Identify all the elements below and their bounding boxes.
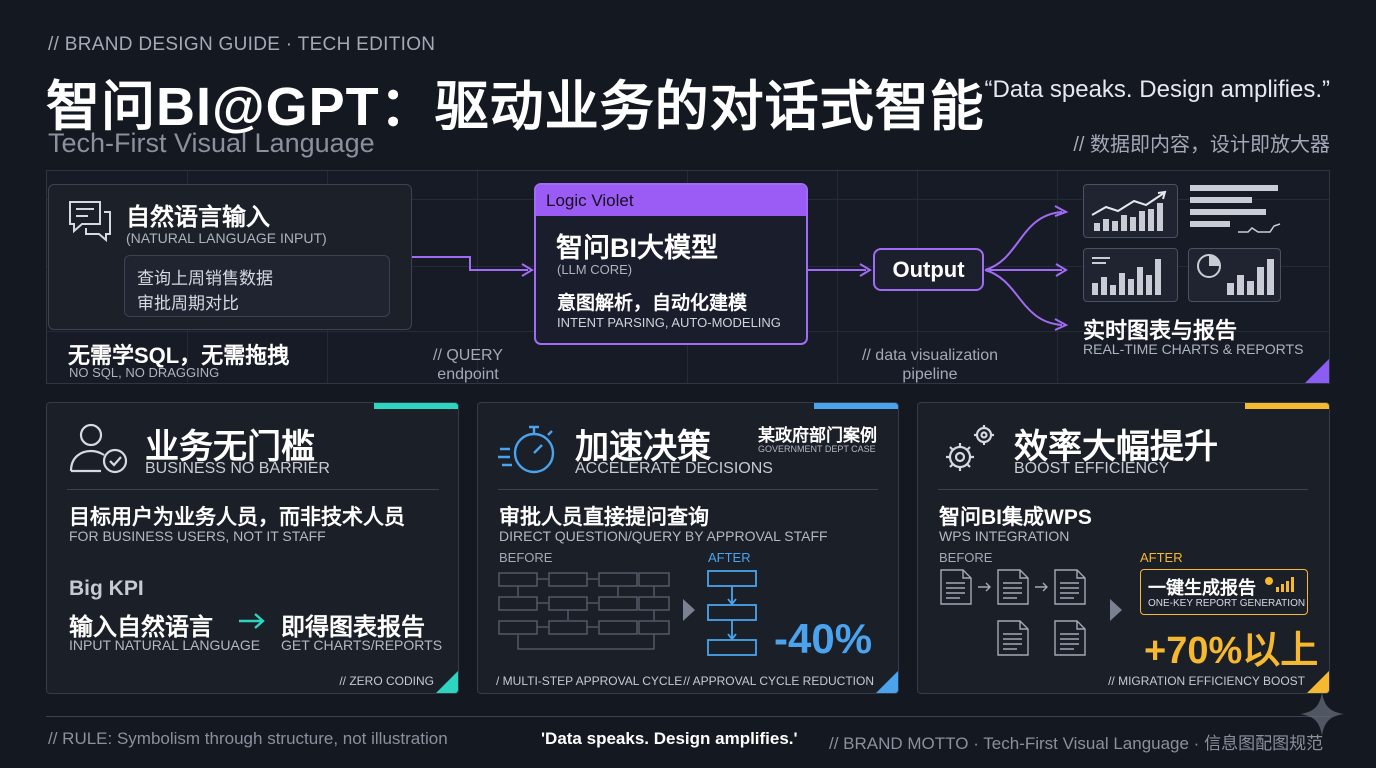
nl-input-title: 自然语言输入 bbox=[126, 204, 270, 231]
flow-corner-accent bbox=[1305, 359, 1329, 383]
efficiency-stat: +70%以上 bbox=[1144, 630, 1319, 672]
multi-step-cycle-note: / MULTI-STEP APPROVAL CYCLE bbox=[496, 674, 683, 688]
barrier-target-en: FOR BUSINESS USERS, NOT IT STAFF bbox=[69, 528, 326, 544]
brand-quote-cn: // 数据即内容，设计即放大器 bbox=[1073, 134, 1330, 156]
viz-label-line-2: pipeline bbox=[902, 366, 958, 383]
efficiency-heading-en: WPS INTEGRATION bbox=[939, 528, 1070, 544]
page-subtitle: Tech-First Visual Language bbox=[48, 128, 375, 158]
kpi-output-en: GET CHARTS/REPORTS bbox=[281, 637, 443, 653]
efficiency-after-label: AFTER bbox=[1140, 550, 1183, 565]
card-corner-teal bbox=[436, 671, 458, 693]
efficiency-subtitle: BOOST EFFICIENCY bbox=[1014, 460, 1170, 477]
sparkle-icon bbox=[1300, 692, 1344, 736]
decisions-heading-en: DIRECT QUESTION/QUERY BY APPROVAL STAFF bbox=[499, 528, 828, 544]
card-boost-efficiency: 效率大幅提升 BOOST EFFICIENCY 智问BI集成WPS WPS IN… bbox=[917, 402, 1330, 694]
efficiency-before-label: BEFORE bbox=[939, 550, 993, 565]
card-corner-blue bbox=[876, 671, 898, 693]
llm-core-box: Logic Violet bbox=[534, 183, 808, 345]
efficiency-title: 效率大幅提升 bbox=[1014, 428, 1218, 466]
kpi-input-en: INPUT NATURAL LANGUAGE bbox=[69, 637, 261, 653]
kpi-output-cn: 即得图表报告 bbox=[281, 614, 425, 641]
user-check-icon bbox=[69, 423, 128, 474]
stopwatch-icon bbox=[498, 425, 555, 474]
horizontal-bar-chart-icon bbox=[1190, 185, 1281, 233]
card-accelerate-decisions: 加速决策 ACCELERATE DECISIONS 某政府部门案例 GOVERN… bbox=[477, 402, 899, 694]
decisions-title: 加速决策 bbox=[575, 428, 711, 466]
one-key-report-box bbox=[1140, 569, 1308, 615]
decisions-after-label: AFTER bbox=[708, 550, 751, 565]
no-sql-note: 无需学SQL，无需拖拽 bbox=[68, 343, 290, 368]
viz-label-line-1: // data visualization bbox=[861, 347, 999, 364]
trend-chart-icon bbox=[1091, 190, 1167, 231]
decisions-before-label: BEFORE bbox=[499, 550, 553, 565]
card-business-no-barrier: 业务无门槛 BUSINESS NO BARRIER 目标用户为业务人员，而非技术… bbox=[46, 402, 459, 694]
footer-divider bbox=[46, 716, 1330, 717]
kpi-input-cn: 输入自然语言 bbox=[69, 614, 213, 641]
pie-chart-icon bbox=[1197, 254, 1274, 295]
barrier-subtitle: BUSINESS NO BARRIER bbox=[145, 460, 330, 477]
bar-chart-mini-icon bbox=[1265, 577, 1294, 592]
output-node: Output bbox=[873, 248, 984, 291]
pie-bar-chart-thumbnail bbox=[1188, 248, 1281, 302]
llm-intent: 意图解析，自动化建模 bbox=[557, 293, 748, 314]
barrier-title: 业务无门槛 bbox=[145, 428, 315, 466]
nl-query-line-1: 查询上周销售数据 bbox=[137, 269, 273, 288]
line-bar-chart-thumbnail bbox=[1083, 184, 1178, 238]
zero-coding-note: // ZERO CODING bbox=[339, 674, 434, 688]
decisions-heading-cn: 审批人员直接提问查询 bbox=[499, 506, 709, 529]
decisions-subtitle: ACCELERATE DECISIONS bbox=[575, 460, 773, 477]
streamlined-approval-diagram bbox=[707, 570, 757, 656]
decisions-stat: -40% bbox=[774, 615, 873, 662]
brand-quote: “Data speaks. Design amplifies.” bbox=[984, 76, 1330, 103]
card-accent-teal bbox=[374, 403, 458, 409]
realtime-reports-title: 实时图表与报告 bbox=[1083, 318, 1238, 343]
gov-case-label-en: GOVERNMENT DEPT CASE bbox=[758, 444, 876, 454]
gov-case-label: 某政府部门案例 bbox=[758, 426, 877, 445]
bar-chart-thumbnail bbox=[1083, 248, 1178, 302]
query-label-line-1: // QUERY bbox=[433, 347, 503, 364]
page-title: 智问BI@GPT：驱动业务的对话式智能 bbox=[46, 77, 985, 137]
design-rule: // RULE: Symbolism through structure, no… bbox=[48, 729, 448, 748]
no-sql-note-en: NO SQL, NO DRAGGING bbox=[69, 365, 220, 380]
barrier-target-cn: 目标用户为业务人员，而非技术人员 bbox=[69, 506, 405, 529]
llm-subtitle: (LLM CORE) bbox=[557, 262, 633, 277]
big-kpi-label: Big KPI bbox=[69, 577, 144, 600]
gears-icon bbox=[946, 425, 994, 471]
play-triangle-icon bbox=[1110, 599, 1122, 621]
card-accent-blue bbox=[814, 403, 898, 409]
viz-pipeline-label: // data visualization pipeline bbox=[840, 346, 1020, 384]
llm-intent-en: INTENT PARSING, AUTO-MODELING bbox=[557, 315, 781, 330]
logic-violet-tag: Logic Violet bbox=[536, 185, 806, 216]
eyebrow-label: // BRAND DESIGN GUIDE · TECH EDITION bbox=[48, 34, 436, 55]
brand-motto-detail: // BRAND MOTTO · Tech-First Visual Langu… bbox=[829, 734, 1324, 753]
query-label-line-2: endpoint bbox=[437, 366, 499, 383]
efficiency-heading-cn: 智问BI集成WPS bbox=[939, 506, 1092, 529]
card-accent-yellow bbox=[1245, 403, 1329, 409]
one-key-report-en: ONE-KEY REPORT GENERATION bbox=[1148, 598, 1306, 609]
migration-boost-note: // MIGRATION EFFICIENCY BOOST bbox=[1108, 674, 1305, 688]
realtime-reports-subtitle: REAL-TIME CHARTS & REPORTS bbox=[1083, 341, 1304, 357]
document-workflow-diagram bbox=[940, 569, 1086, 656]
nl-query-example-box bbox=[124, 255, 390, 317]
brand-motto: 'Data speaks. Design amplifies.' bbox=[541, 729, 798, 748]
one-key-report-cn: 一键生成报告 bbox=[1148, 578, 1256, 598]
card-corner-yellow bbox=[1307, 671, 1329, 693]
arrow-right-icon bbox=[239, 613, 265, 629]
llm-title: 智问BI大模型 bbox=[556, 233, 718, 263]
approval-reduction-note: // APPROVAL CYCLE REDUCTION bbox=[683, 674, 874, 688]
barrier-divider bbox=[67, 489, 439, 490]
bar-chart-icon bbox=[1092, 257, 1161, 295]
nl-query-line-2: 审批周期对比 bbox=[137, 294, 239, 313]
chat-icon bbox=[69, 201, 111, 243]
efficiency-divider bbox=[938, 489, 1308, 490]
nl-input-subtitle: (NATURAL LANGUAGE INPUT) bbox=[126, 230, 327, 246]
play-triangle-icon bbox=[683, 599, 695, 621]
multi-step-approval-diagram bbox=[498, 572, 670, 650]
query-endpoint-label: // QUERY endpoint bbox=[418, 346, 518, 384]
decisions-divider bbox=[498, 489, 878, 490]
